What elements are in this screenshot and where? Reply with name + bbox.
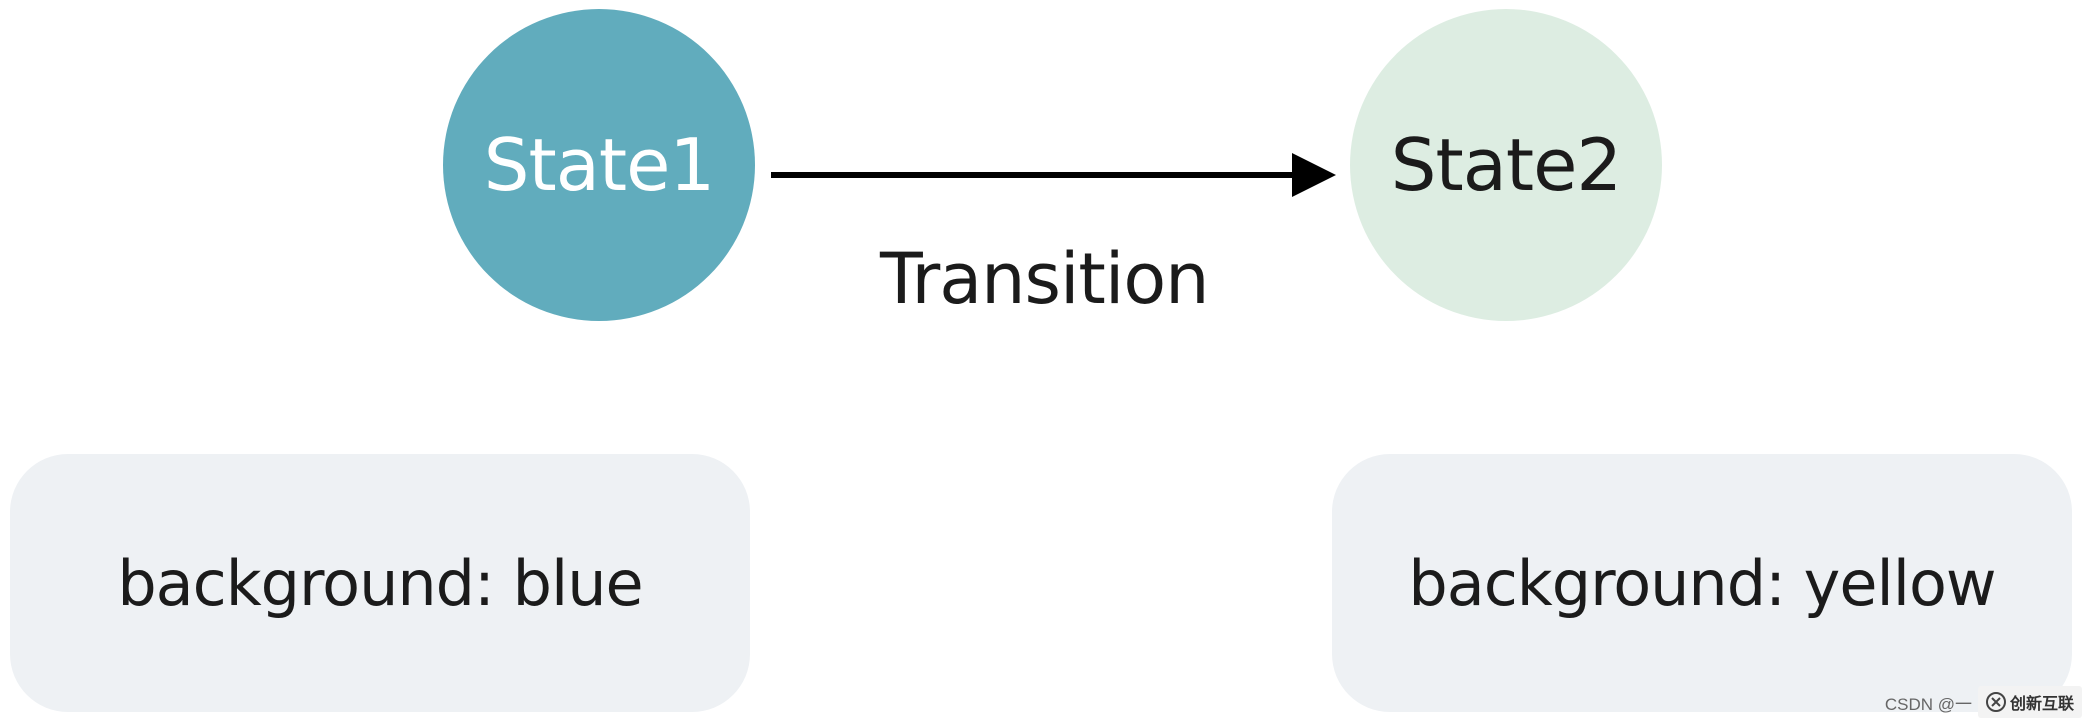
transition-arrow bbox=[771, 153, 1336, 197]
state1-node: State1 bbox=[443, 9, 755, 321]
watermark-source: CSDN @一 bbox=[1884, 694, 1972, 714]
state2-label: State2 bbox=[1390, 123, 1622, 207]
state1-label: State1 bbox=[483, 123, 715, 207]
state2-property-box: background: yellow bbox=[1332, 454, 2072, 712]
state2-property-text: background: yellow bbox=[1408, 546, 1996, 620]
x-logo-icon bbox=[1985, 692, 2006, 712]
watermark-logo: 创新互联 bbox=[1977, 686, 2082, 718]
state1-property-text: background: blue bbox=[117, 546, 643, 620]
transition-label: Transition bbox=[880, 238, 1210, 320]
state1-property-box: background: blue bbox=[10, 454, 750, 712]
watermark-brand: 创新互联 bbox=[2009, 696, 2074, 713]
watermark: CSDN @一 创新互联 bbox=[1885, 683, 2082, 721]
state2-node: State2 bbox=[1350, 9, 1662, 321]
